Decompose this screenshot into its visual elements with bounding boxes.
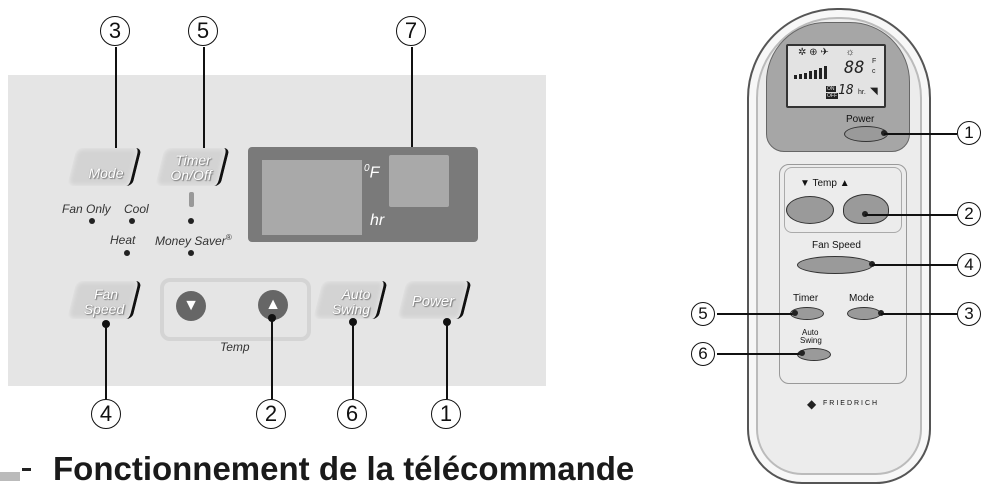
remote-auto-label-1: Auto [802,328,819,337]
lcd-temp-digits: 88 [844,58,865,78]
display-secondary-window [389,155,449,207]
snowflake-icon: ✲ [798,47,807,58]
remote-mode-label: Mode [849,293,875,304]
leader-line [271,318,273,399]
heat-label: Heat [110,233,136,247]
leader-line [115,47,117,155]
plane-icon: ✈ [820,47,829,58]
callout-5-timer: 5 [188,16,218,46]
timer-indicator-bar [189,192,194,207]
remote-callout-2: 2 [957,202,981,226]
auto-label-line1: Auto [341,286,371,302]
temp-button-frame [160,278,311,341]
callout-4-fan-speed: 4 [91,399,121,429]
timer-label-line1: Timer [175,152,211,168]
remote-brand: FRIEDRICH [823,400,880,407]
money-saver-text: Money Saver [155,234,226,248]
sun-icon: ☼ [845,47,855,58]
remote-temp-text: Temp [812,178,837,189]
remote-callout-6: 6 [691,342,715,366]
leader-line [884,133,957,135]
unit-f: F [369,164,380,182]
display-unit-label: 0F [364,163,379,182]
remote-button-panel [779,164,907,384]
leader-line [411,47,413,157]
remote-power-label: Power [846,114,875,125]
remote-fan-speed-label: Fan Speed [812,240,861,251]
remote-mode-button[interactable] [847,307,881,320]
callout-6-auto-swing: 6 [337,399,367,429]
fan-label-line2: Speed [83,301,125,317]
triangle-down-icon: ▼ [800,178,813,189]
fan-only-indicator-light [89,218,95,224]
callout-3-mode: 3 [100,16,130,46]
temp-up-button[interactable]: ▲ [258,290,288,320]
registered-mark: ® [225,233,232,242]
temp-label: Temp [220,340,250,354]
timer-indicator-light [188,218,194,224]
remote-auto-label-2: Swing [800,336,822,345]
heat-indicator-light [124,250,130,256]
timer-label-line2: On/Off [170,167,212,183]
display-digit-window [262,160,362,235]
lcd-unit-f: F [872,58,877,65]
power-button-label: Power [411,293,455,310]
chevron-down-icon: ▼ [183,297,199,314]
lcd-off-label: OFF [826,93,838,99]
lcd-timer-digits: 18 [838,83,854,98]
display-hour-label: hr [370,212,385,229]
leader-line [203,47,205,155]
remote-timer-label: Timer [793,293,819,304]
lcd-on-label: ON [826,86,836,92]
leader-line [717,313,795,315]
remote-lcd: ✲ ⊕ ✈ ☼ 88 F c ON OFF 18 hr. ◥ [786,44,886,108]
fan-only-label: Fan Only [62,202,111,216]
auto-label-line2: Swing [331,301,371,317]
remote-callout-1: 1 [957,121,981,145]
lcd-mode-icons: ✲ ⊕ ✈ ☼ [798,47,855,58]
remote-temp-down-button[interactable] [786,196,834,224]
remote-callout-4: 4 [957,253,981,277]
leader-line [865,214,957,216]
callout-7-display: 7 [396,16,426,46]
remote-temp-label: ▼ Temp ▲ [800,178,850,189]
remote-callout-3: 3 [957,302,981,326]
leader-dot [792,310,798,316]
cool-label: Cool [124,202,149,216]
leader-line [352,322,354,399]
remote-fan-speed-button[interactable] [797,256,873,274]
lcd-fan-bars-icon [794,66,830,79]
money-saver-indicator-light [188,250,194,256]
temp-down-button[interactable]: ▼ [176,291,206,321]
leader-line [881,313,957,315]
leader-dot [799,350,805,356]
money-saver-label: Money Saver® [155,233,232,248]
fan-icon: ⊕ [809,47,818,58]
leader-line [717,353,801,355]
leader-line [872,264,957,266]
remote-temp-frame [784,167,902,233]
degree-mark: 0 [364,163,370,174]
remote-temp-up-button[interactable] [843,194,889,224]
heading-marker [0,463,34,481]
remote-callout-5: 5 [691,302,715,326]
signal-icon: ◥ [870,86,878,97]
friedrich-logo-icon: ◆ [807,397,817,411]
mode-button-label: Mode [88,165,124,181]
section-heading: Fonctionnement de la télécommande [53,450,635,487]
lcd-timer-unit: hr. [858,89,866,96]
triangle-up-icon: ▲ [836,178,850,189]
lcd-unit-c: c [872,68,876,75]
callout-1-power: 1 [431,399,461,429]
chevron-up-icon: ▲ [265,296,281,313]
leader-line [105,324,107,399]
leader-line [446,322,448,399]
cool-indicator-light [129,218,135,224]
fan-label-line1: Fan [93,286,119,302]
callout-2-temp: 2 [256,399,286,429]
